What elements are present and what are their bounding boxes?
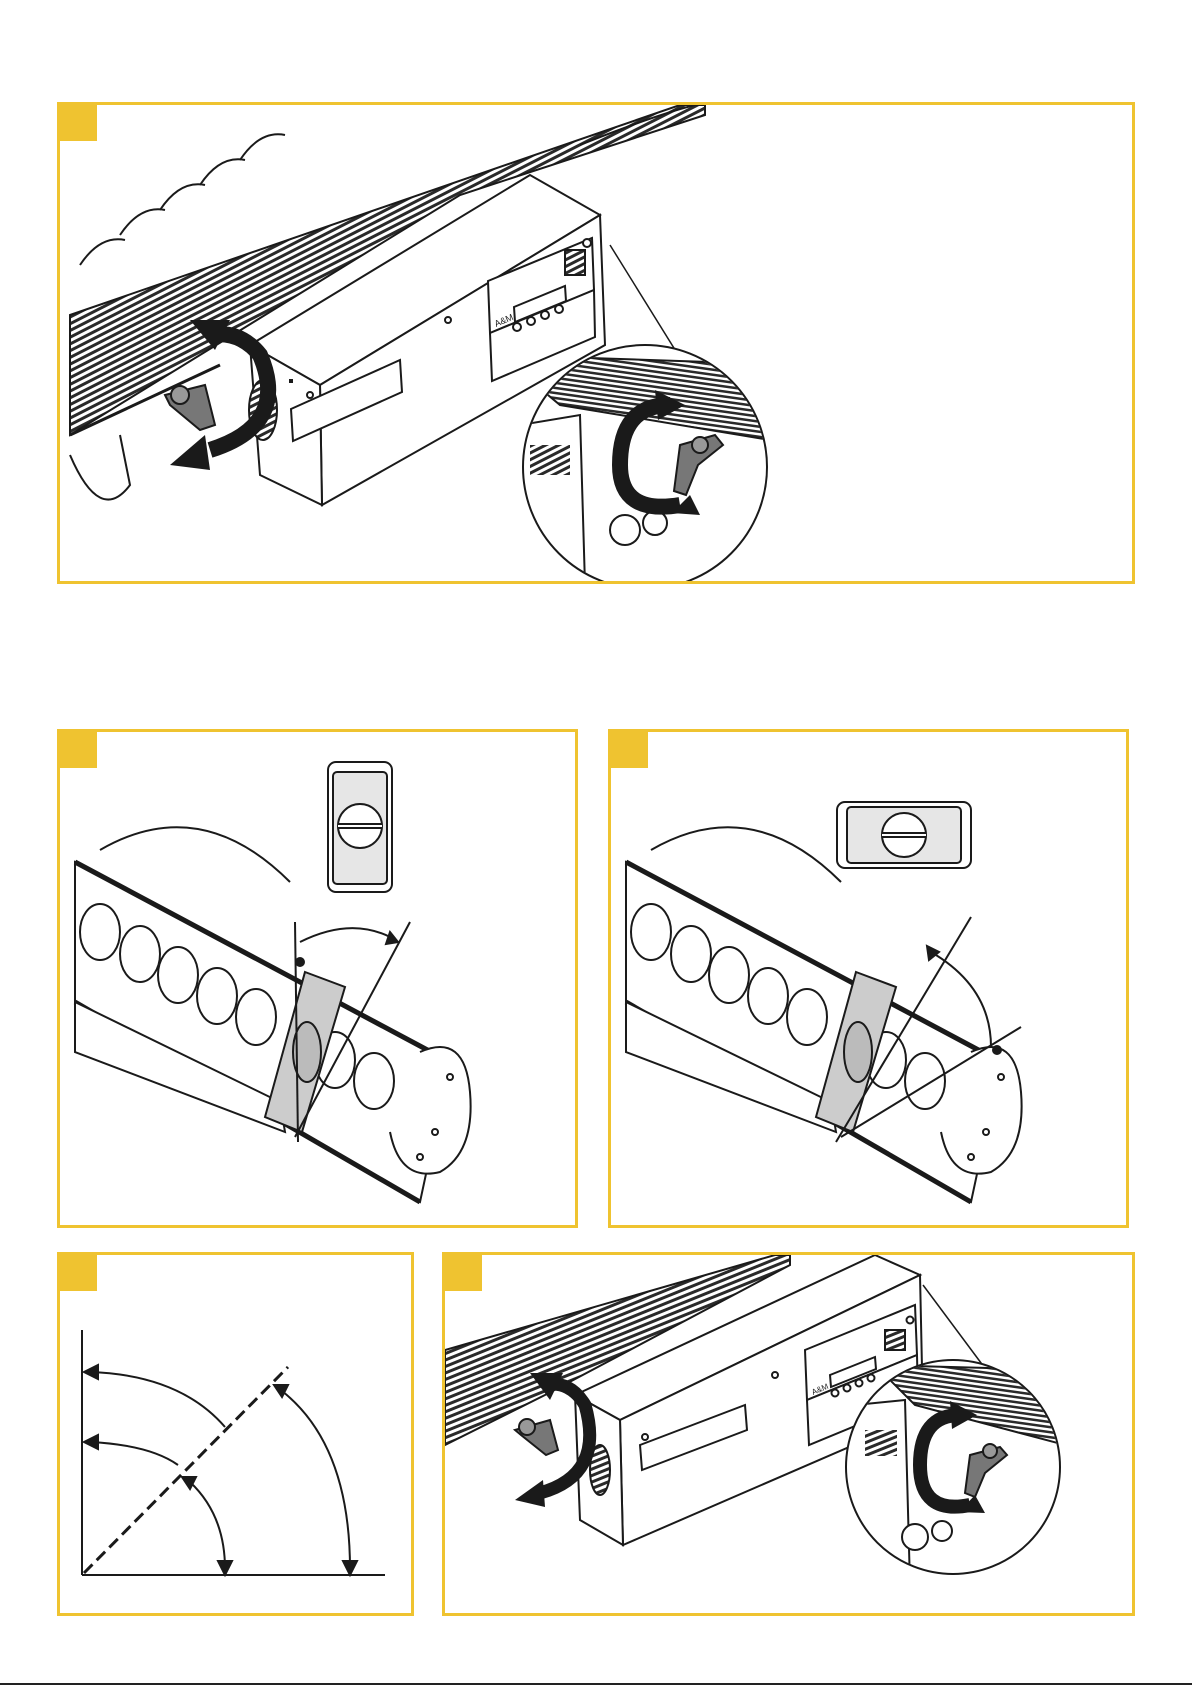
panel-middle-left — [57, 729, 578, 1228]
arc-inner-right — [190, 1482, 225, 1569]
phone-horizontal-illustration — [611, 732, 1129, 1228]
lock-lever — [165, 385, 215, 430]
lock-lever — [515, 1419, 558, 1455]
phone-vertical-illustration — [60, 732, 578, 1228]
arc-inner-left — [90, 1442, 178, 1465]
arc-outer-left — [90, 1372, 225, 1427]
angle-diagram — [60, 1255, 414, 1616]
diagonal-dashed-line — [84, 1367, 288, 1573]
phone-upright — [328, 762, 392, 892]
arc-outer-right — [282, 1391, 350, 1569]
light-bar — [75, 827, 471, 1202]
lock-lever-illustration: A&M — [445, 1255, 1135, 1616]
panel-bottom-right: A&M — [442, 1252, 1135, 1616]
lock-lever-illustration: A&M — [60, 105, 1135, 584]
phone-landscape — [837, 802, 971, 868]
panel-top: A&M — [57, 102, 1135, 584]
detail-zoom-circle — [846, 1360, 1065, 1585]
panel-middle-right — [608, 729, 1129, 1228]
detail-zoom-circle — [500, 345, 800, 584]
panel-bottom-left — [57, 1252, 414, 1616]
lens-bumps — [80, 134, 285, 265]
light-bar — [626, 827, 1022, 1202]
